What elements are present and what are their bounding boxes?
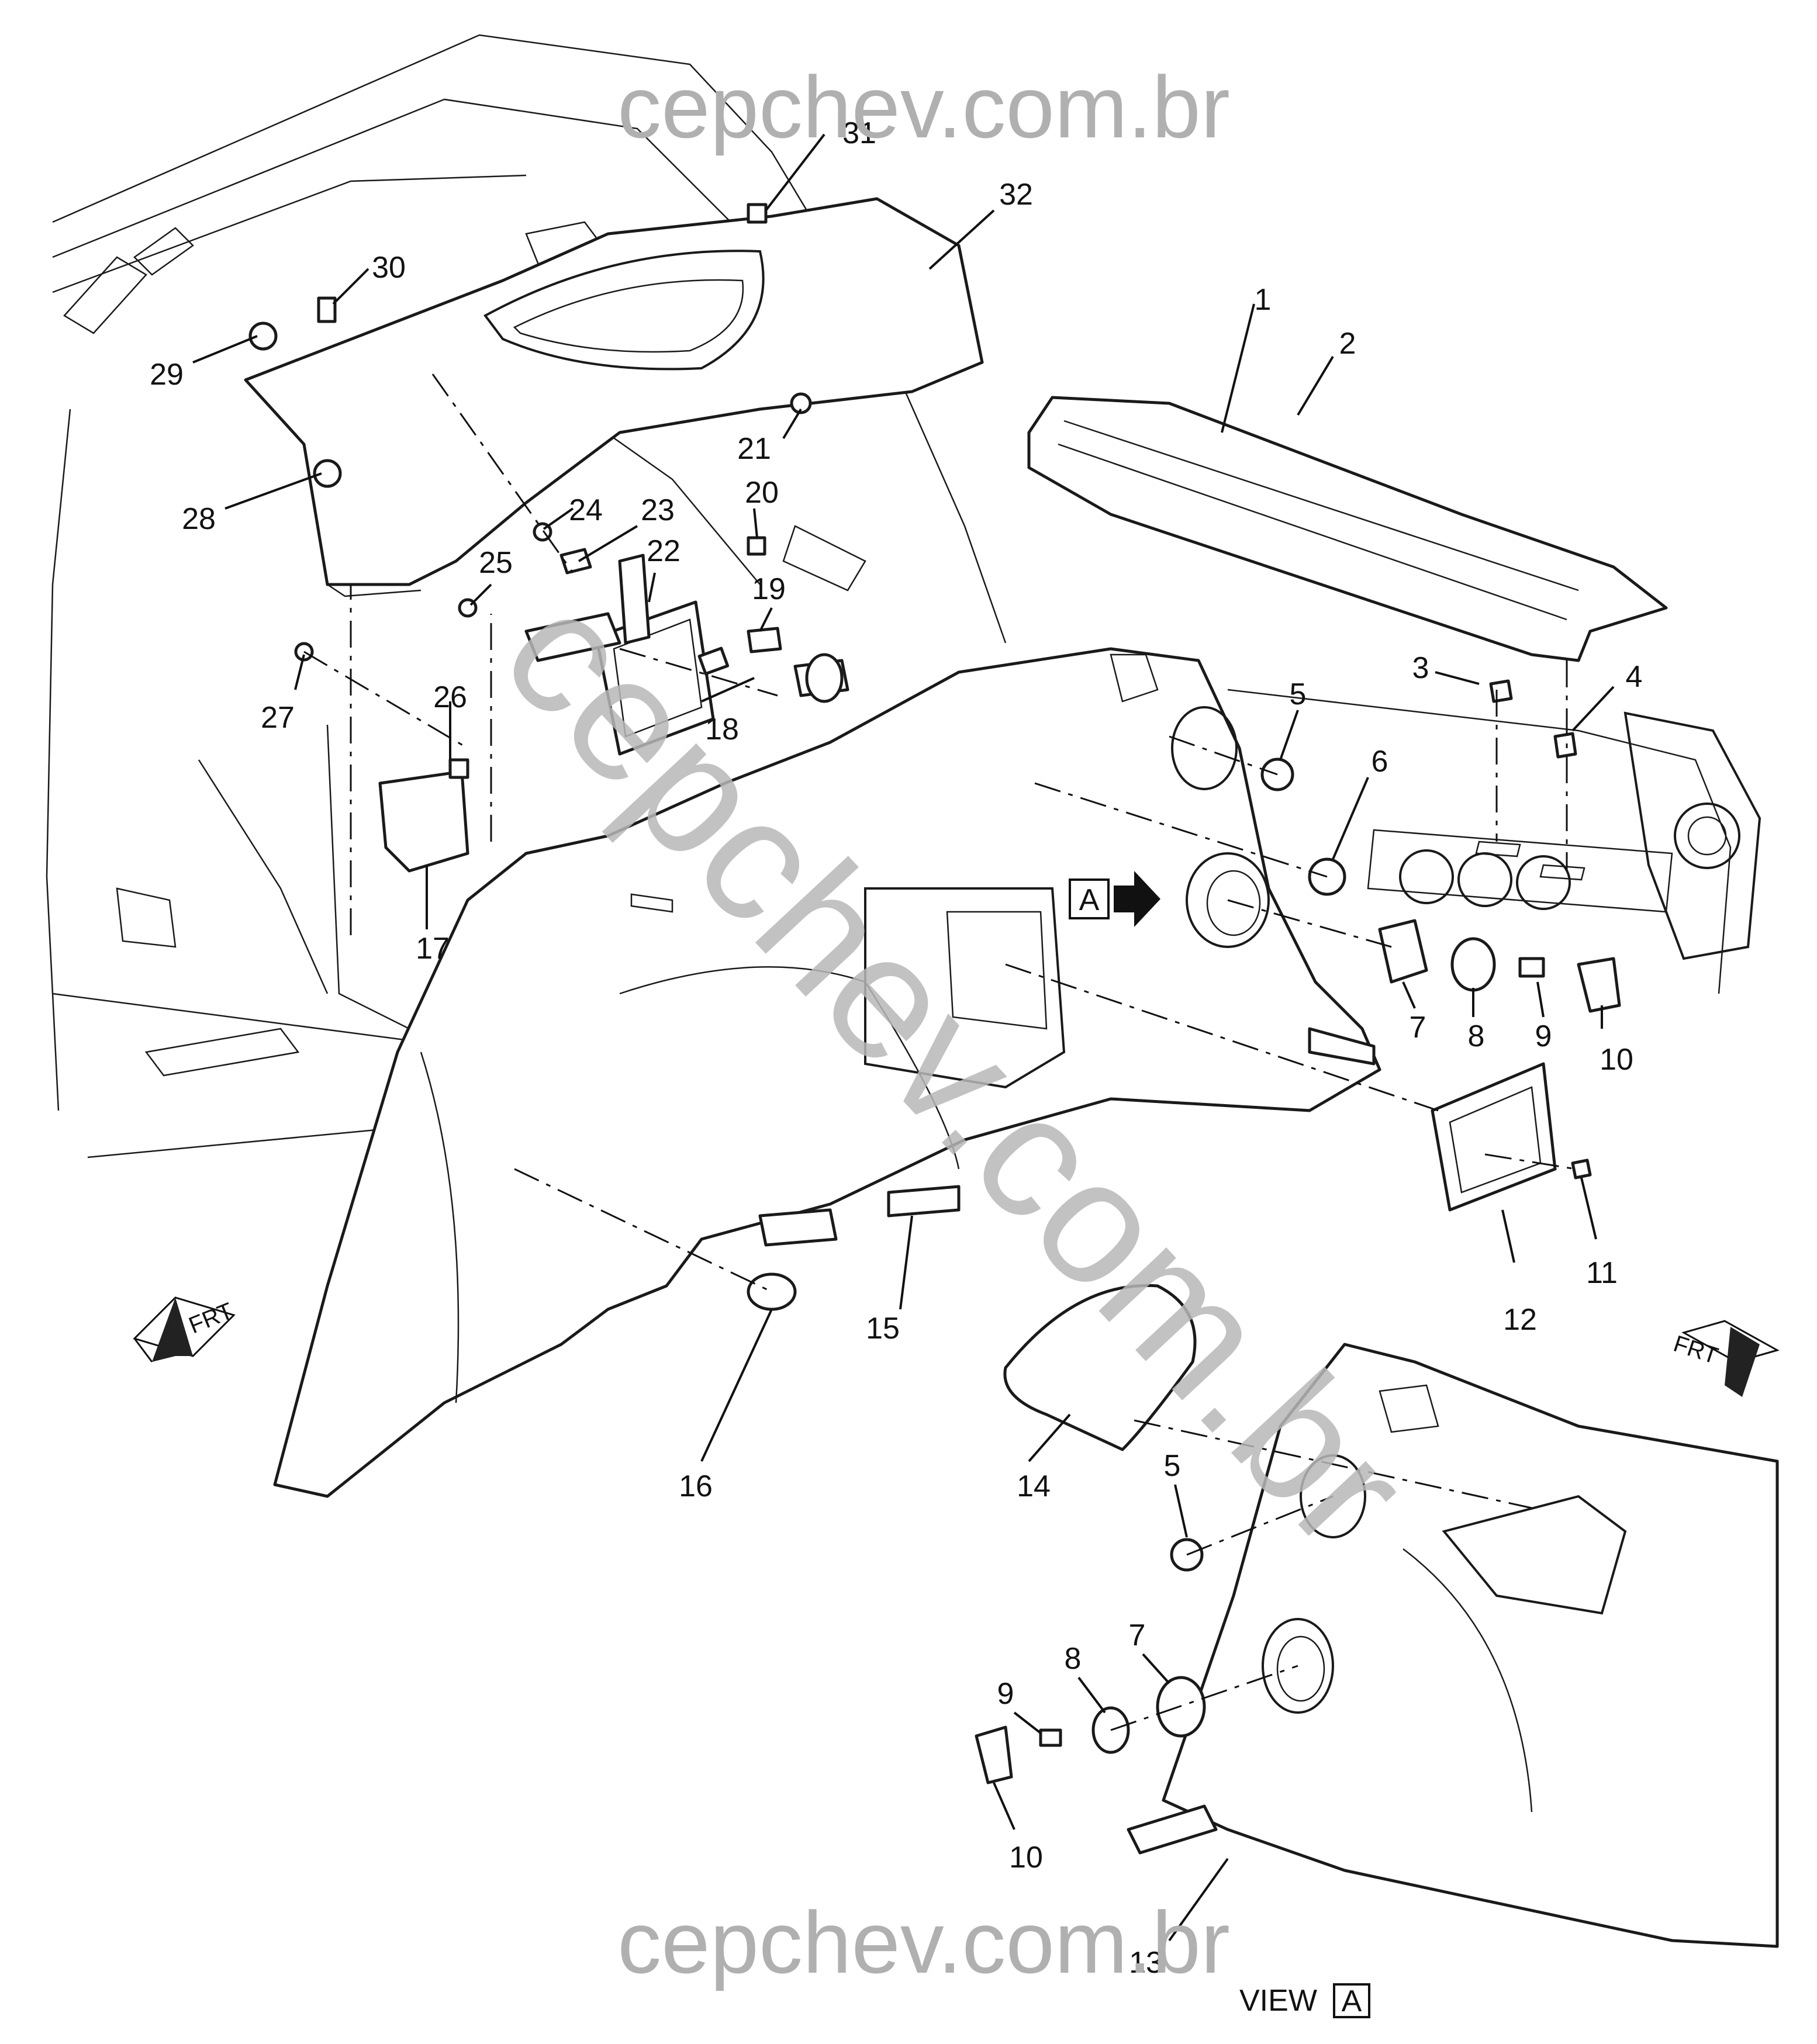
callout-8-view-a: 8: [1065, 1642, 1082, 1676]
callout-16: 16: [679, 1469, 713, 1503]
plug-16: [747, 1272, 797, 1311]
cover-14: [1003, 1284, 1197, 1451]
callout-18: 18: [705, 713, 739, 746]
callout-4: 4: [1626, 660, 1643, 694]
callout-28: 28: [182, 502, 216, 536]
callout-5: 5: [1290, 677, 1307, 711]
callout-2: 2: [1339, 327, 1356, 361]
leader-lines: [192, 133, 1615, 1942]
upper-trim-panel-32: [244, 197, 984, 597]
callout-24: 24: [569, 493, 603, 527]
fasteners: [248, 203, 1621, 1784]
view-caption-letter: A: [1342, 1984, 1362, 2018]
callout-17: 17: [416, 932, 450, 966]
callout-labels: 1 2 3 4 5 6 7 8 9 10 11 12 13 14 15 16 1…: [150, 116, 1642, 1980]
body-structure: [46, 34, 1007, 1158]
callout-15: 15: [866, 1312, 900, 1346]
quarter-trim-panel-15: [273, 647, 1381, 1498]
callout-20: 20: [745, 476, 779, 510]
callout-7: 7: [1410, 1011, 1426, 1045]
callout-29: 29: [150, 358, 184, 392]
electronic-module-22: [524, 554, 849, 756]
view-arrow-icon: [1114, 871, 1160, 927]
view-caption: VIEW A: [1239, 1983, 1370, 2018]
callout-13: 13: [1129, 1946, 1163, 1980]
view-a-box: [1069, 879, 1110, 919]
bezel-12: [1431, 1062, 1557, 1212]
callout-23: 23: [641, 493, 675, 527]
callout-26: 26: [433, 680, 467, 714]
callout-30: 30: [372, 251, 406, 285]
front-arrow-right: FRT: [1670, 1320, 1780, 1397]
callout-12: 12: [1503, 1303, 1537, 1337]
callout-9-view-a: 9: [997, 1677, 1014, 1711]
callout-25: 25: [479, 546, 513, 580]
callout-22: 22: [647, 534, 680, 568]
callout-27: 27: [261, 701, 295, 735]
callout-8: 8: [1468, 1019, 1485, 1053]
front-arrow-left: FRT: [133, 1296, 237, 1362]
callout-7-view-a: 7: [1129, 1618, 1146, 1652]
callout-1: 1: [1255, 283, 1272, 317]
callout-31: 31: [842, 116, 876, 150]
callout-3: 3: [1412, 651, 1429, 685]
callout-6: 6: [1372, 745, 1388, 779]
view-caption-box: [1333, 1983, 1370, 2018]
watermark-top: cepchev.com.br: [617, 58, 1230, 156]
callout-21: 21: [737, 432, 771, 466]
view-a-indicator: A: [1069, 871, 1160, 927]
callout-9: 9: [1535, 1019, 1552, 1053]
callout-14: 14: [1017, 1469, 1051, 1503]
rear-body-opening: [1227, 689, 1761, 994]
callout-5-view-a: 5: [1164, 1449, 1181, 1483]
callout-11: 11: [1586, 1256, 1618, 1290]
watermark-bottom: cepchev.com.br: [617, 1893, 1230, 1991]
callout-32: 32: [999, 178, 1033, 212]
view-caption-prefix: VIEW: [1239, 1984, 1317, 2018]
callout-10-view-a: 10: [1009, 1841, 1043, 1874]
rear-sill-plate-1: [1027, 396, 1668, 662]
callout-19: 19: [752, 572, 786, 606]
alignment-lines: [303, 373, 1576, 1731]
view-a-letter: A: [1079, 883, 1100, 917]
callout-10: 10: [1600, 1043, 1633, 1077]
view-a-trim-panel-13: [1127, 1343, 1779, 1948]
